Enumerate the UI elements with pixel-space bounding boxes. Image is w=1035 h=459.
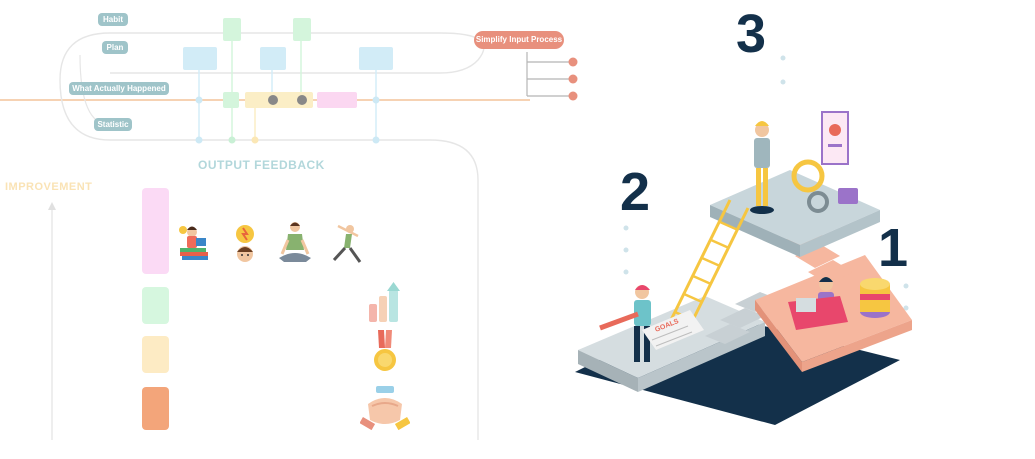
happened-node-pink: [317, 92, 357, 108]
output-feedback-title: OUTPUT FEEDBACK: [198, 158, 325, 172]
statistic-label: Statistic: [94, 118, 132, 131]
feedback-bar-pink: [142, 188, 169, 274]
plan-label: Plan: [102, 41, 128, 54]
timeline-dot-2: [297, 95, 307, 105]
feedback-bar-yellow: [142, 336, 169, 373]
idea-face-icon: [236, 225, 254, 262]
step-number-1: 1: [878, 218, 909, 278]
growth-bars-icon: [369, 282, 400, 322]
simplify-input-button[interactable]: Simplify Input Process: [474, 31, 564, 49]
improvement-title: IMPROVEMENT: [5, 181, 93, 193]
habit-node-1: [223, 18, 241, 41]
medal-icon: [374, 330, 396, 371]
isometric-illustration: GOALS: [575, 55, 912, 425]
step-number-3: 3: [736, 4, 767, 64]
reading-child-icon: [179, 226, 208, 260]
green-node: [223, 92, 239, 108]
handshake-icon: [360, 386, 410, 431]
plan-node-3: [359, 47, 393, 70]
meditation-icon: [279, 222, 311, 262]
step-number-2: 2: [620, 162, 651, 222]
plan-node-2: [260, 47, 286, 70]
feedback-bar-green: [142, 287, 169, 324]
yoga-pose-icon: [332, 224, 362, 263]
what-happened-label: What Actually Happened: [69, 82, 169, 95]
habit-label: Habit: [98, 13, 128, 26]
habit-node-2: [293, 18, 311, 41]
happened-node-yellow: [245, 92, 313, 108]
feedback-bar-orange: [142, 387, 169, 430]
timeline-dot-1: [268, 95, 278, 105]
plan-node-1: [183, 47, 217, 70]
